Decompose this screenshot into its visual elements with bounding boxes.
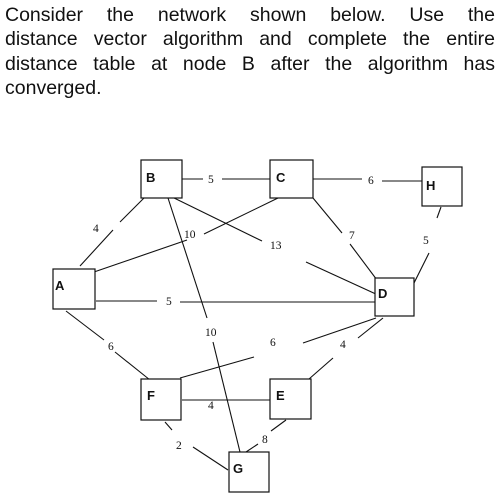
weight-f-d: 6 — [270, 337, 276, 349]
question-line-3: distance table at node B after the algor… — [5, 52, 495, 75]
node-g-label: G — [233, 461, 243, 476]
edge-f-g — [164, 421, 173, 431]
weight-e-g: 8 — [262, 434, 268, 446]
edge-b-g — [167, 197, 208, 319]
weight-b-d: 13 — [270, 240, 282, 252]
node-g: G — [228, 451, 270, 493]
node-e-label: E — [276, 388, 285, 403]
node-h: H — [421, 166, 463, 207]
weight-f-g: 2 — [176, 440, 182, 452]
weight-a-b: 4 — [93, 223, 99, 235]
node-c-box — [269, 159, 314, 199]
edge-f-d-seg2 — [302, 317, 377, 344]
node-h-box — [421, 166, 463, 207]
node-c: C — [269, 159, 314, 199]
edge-e-g — [270, 419, 287, 432]
node-f: F — [140, 378, 182, 421]
weight-c-d: 7 — [349, 230, 355, 242]
node-a-box — [52, 268, 96, 310]
edge-f-d — [179, 356, 255, 379]
weight-b-g: 10 — [205, 327, 217, 339]
weight-a-c: 10 — [184, 229, 196, 241]
question-line-1: Consider the network shown below. Use th… — [5, 4, 495, 26]
weight-f-e: 4 — [208, 400, 214, 412]
node-f-box — [140, 378, 182, 421]
edge-f-g-seg2 — [192, 446, 229, 471]
edge-e-d-seg2 — [357, 317, 384, 339]
node-d-box — [374, 277, 415, 317]
edge-a-f-seg2 — [114, 351, 151, 381]
node-d-label: D — [378, 286, 387, 301]
edge-h-d — [436, 206, 442, 219]
edge-a-c — [93, 239, 188, 273]
node-c-label: C — [276, 170, 286, 185]
node-e-box — [269, 378, 312, 420]
edge-b-g-seg2 — [212, 341, 241, 453]
edge-a-f — [65, 310, 105, 341]
edge-a-b — [79, 229, 114, 267]
question-line-2: distance vector algorithm and complete t… — [5, 28, 495, 51]
node-a-label: A — [55, 278, 65, 293]
edge-a-c-seg2 — [203, 197, 279, 235]
weight-h-d: 5 — [423, 235, 429, 247]
node-d: D — [374, 277, 415, 317]
edge-a-b-seg2 — [119, 193, 149, 223]
edges: 5 6 4 10 13 7 5 5 10 — [65, 174, 442, 471]
node-a: A — [52, 268, 96, 310]
edge-c-d — [312, 197, 343, 234]
question-line-4: converged. — [5, 76, 102, 99]
weight-a-f: 6 — [108, 341, 114, 353]
node-h-label: H — [426, 178, 435, 193]
node-g-box — [228, 451, 270, 493]
edge-e-d — [308, 357, 334, 380]
node-f-label: F — [147, 388, 155, 403]
node-b-box — [140, 159, 183, 199]
node-b-label: B — [146, 170, 155, 185]
weight-a-d: 5 — [166, 296, 172, 308]
question-text: Consider the network shown below. Use th… — [5, 3, 495, 100]
weight-e-d: 4 — [340, 339, 346, 351]
edge-b-d — [169, 195, 263, 242]
edge-b-d-seg2 — [305, 261, 379, 296]
node-e: E — [269, 378, 312, 420]
edge-e-g-seg2 — [245, 443, 259, 453]
node-b: B — [140, 159, 183, 199]
weight-c-h: 6 — [368, 175, 374, 187]
edge-h-d-seg2 — [412, 252, 430, 286]
weight-b-c: 5 — [208, 174, 214, 186]
